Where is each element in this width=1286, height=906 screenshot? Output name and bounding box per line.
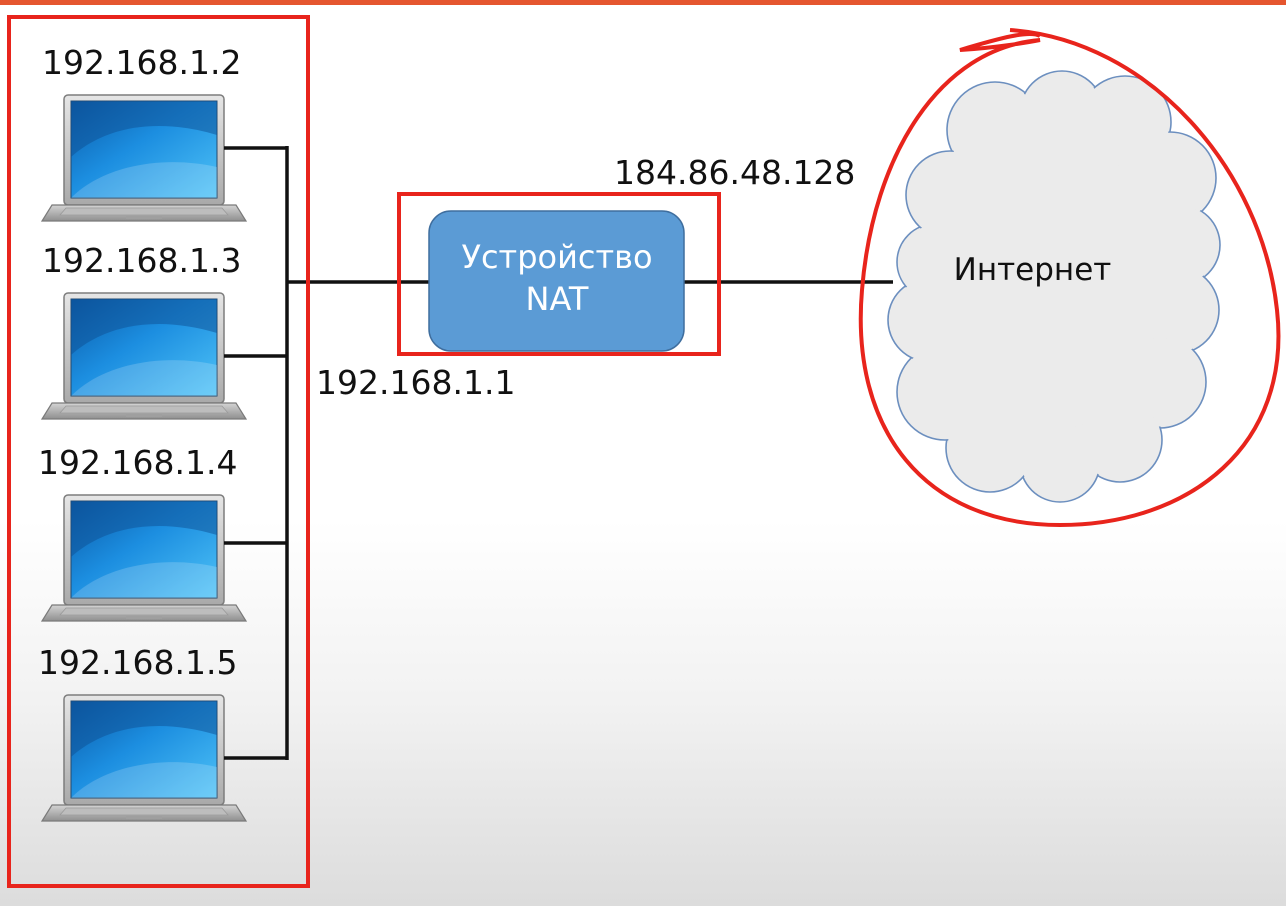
nat-device-label: Устройство NAT <box>429 236 685 320</box>
host-ip-label: 192.168.1.4 <box>38 443 238 482</box>
highlight-annotations <box>7 15 1281 888</box>
host-ip-label: 192.168.1.3 <box>42 241 242 280</box>
hosts-highlight-box <box>7 15 310 888</box>
laptop-icon <box>41 94 247 222</box>
nat-highlight-box <box>397 192 721 356</box>
accent-bar <box>0 0 1286 5</box>
nat-device-line2: NAT <box>525 280 589 318</box>
nat-inner-ip-label: 192.168.1.1 <box>316 363 516 402</box>
internet-highlight-ellipse <box>858 28 1281 528</box>
host-ip-label: 192.168.1.2 <box>42 43 242 82</box>
laptop-icon <box>41 694 247 822</box>
host-ip-label: 192.168.1.5 <box>38 643 238 682</box>
laptop-icon <box>41 292 247 420</box>
laptop-icon <box>41 494 247 622</box>
nat-device-line1: Устройство <box>461 238 653 276</box>
internet-label: Интернет <box>953 252 1112 288</box>
nat-outer-ip-label: 184.86.48.128 <box>614 153 856 192</box>
cloud-fill <box>889 72 1219 501</box>
nat-device-box <box>428 210 685 352</box>
